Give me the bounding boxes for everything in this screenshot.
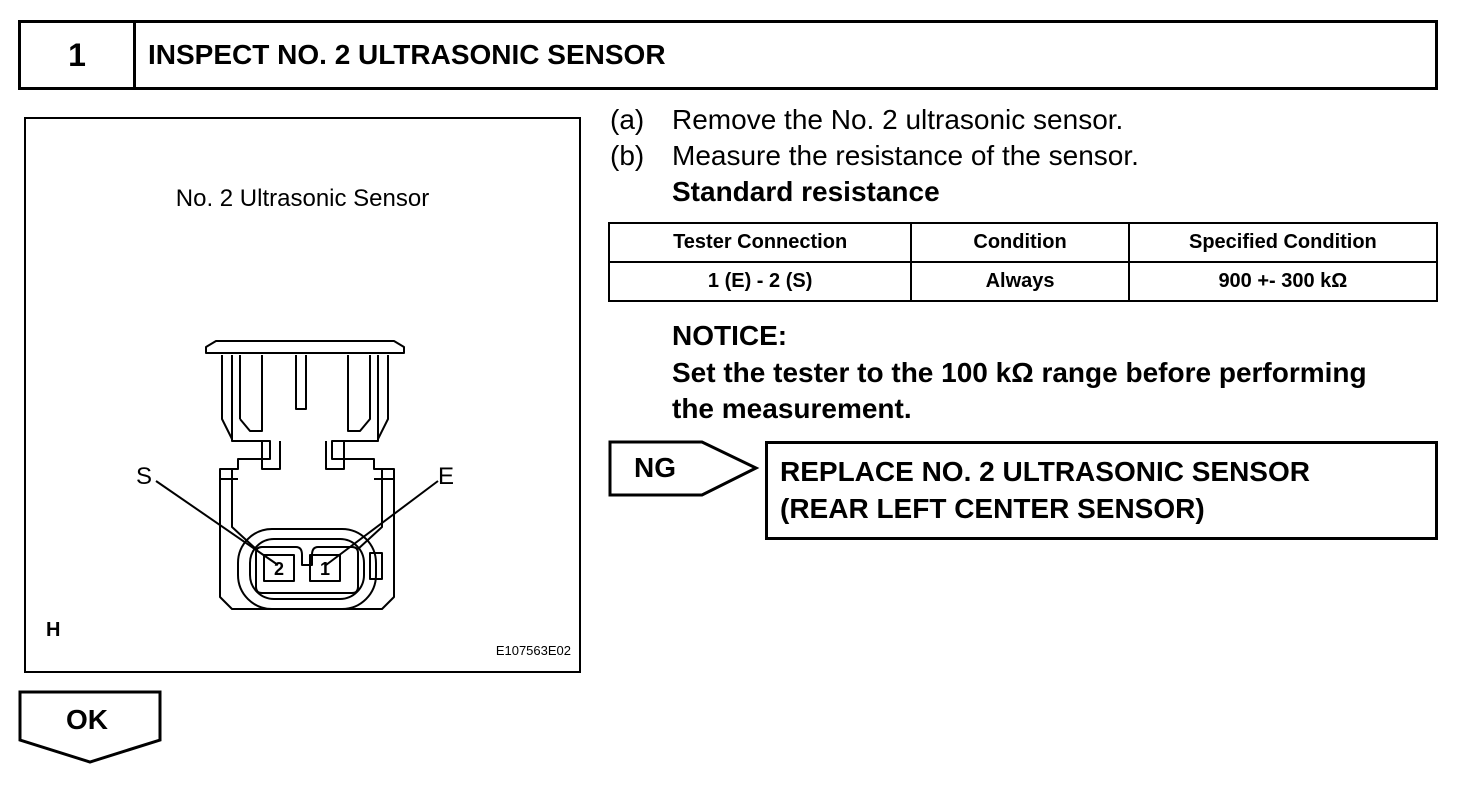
table-header: Condition (910, 222, 1130, 263)
label-e: E (438, 463, 455, 490)
pin-1-label: 1 (320, 559, 330, 579)
ok-label: OK (66, 704, 108, 735)
table-cell: 900 +- 300 kΩ (1127, 261, 1439, 302)
figure-corner-letter: H (46, 619, 61, 641)
table-header: Specified Condition (1127, 222, 1439, 263)
ng-arrow-icon (608, 440, 760, 497)
instruction-a-text: Remove the No. 2 ultrasonic sensor. (672, 104, 1124, 135)
notice-heading: NOTICE: (672, 320, 788, 351)
label-s: S (136, 463, 153, 490)
ok-arrow-icon (18, 690, 162, 764)
instruction-a-mark: (a) (610, 104, 645, 135)
replace-action-line-1: REPLACE NO. 2 ULTRASONIC SENSOR (780, 456, 1310, 487)
standard-resistance-label: Standard resistance (672, 176, 940, 207)
table-cell: Always (910, 261, 1130, 302)
figure-code: E107563E02 (495, 643, 571, 658)
figure-caption: No. 2 Ultrasonic Sensor (175, 185, 430, 212)
sensor-figure: No. 2 Ultrasonic Sensor (24, 117, 581, 673)
step-title: INSPECT NO. 2 ULTRASONIC SENSOR (148, 39, 666, 70)
step-number: 1 (21, 23, 136, 87)
table-cell: 1 (E) - 2 (S) (607, 261, 913, 302)
table-header: Tester Connection (607, 222, 913, 263)
instruction-b-text: Measure the resistance of the sensor. (672, 140, 1139, 171)
step-header: 1 INSPECT NO. 2 ULTRASONIC SENSOR (18, 20, 1438, 90)
table-header-row: Tester Connection Condition Specified Co… (607, 222, 1439, 263)
notice-line-2: the measurement. (672, 393, 912, 424)
spec-table: Tester Connection Condition Specified Co… (607, 222, 1439, 302)
replace-action-line-2: (REAR LEFT CENTER SENSOR) (780, 493, 1205, 524)
table-row: 1 (E) - 2 (S) Always 900 +- 300 kΩ (607, 261, 1439, 302)
instruction-b-mark: (b) (610, 140, 645, 171)
instruction-a: (a) Remove the No. 2 ultrasonic sensor. (610, 102, 1123, 138)
sensor-drawing: 2 1 (155, 340, 439, 610)
replace-action-box: REPLACE NO. 2 ULTRASONIC SENSOR (REAR LE… (765, 441, 1438, 540)
instruction-b: (b) Measure the resistance of the sensor. (610, 138, 1139, 174)
pin-2-label: 2 (274, 559, 284, 579)
ng-label: NG (634, 452, 676, 483)
notice-line-1: Set the tester to the 100 kΩ range befor… (672, 357, 1367, 388)
